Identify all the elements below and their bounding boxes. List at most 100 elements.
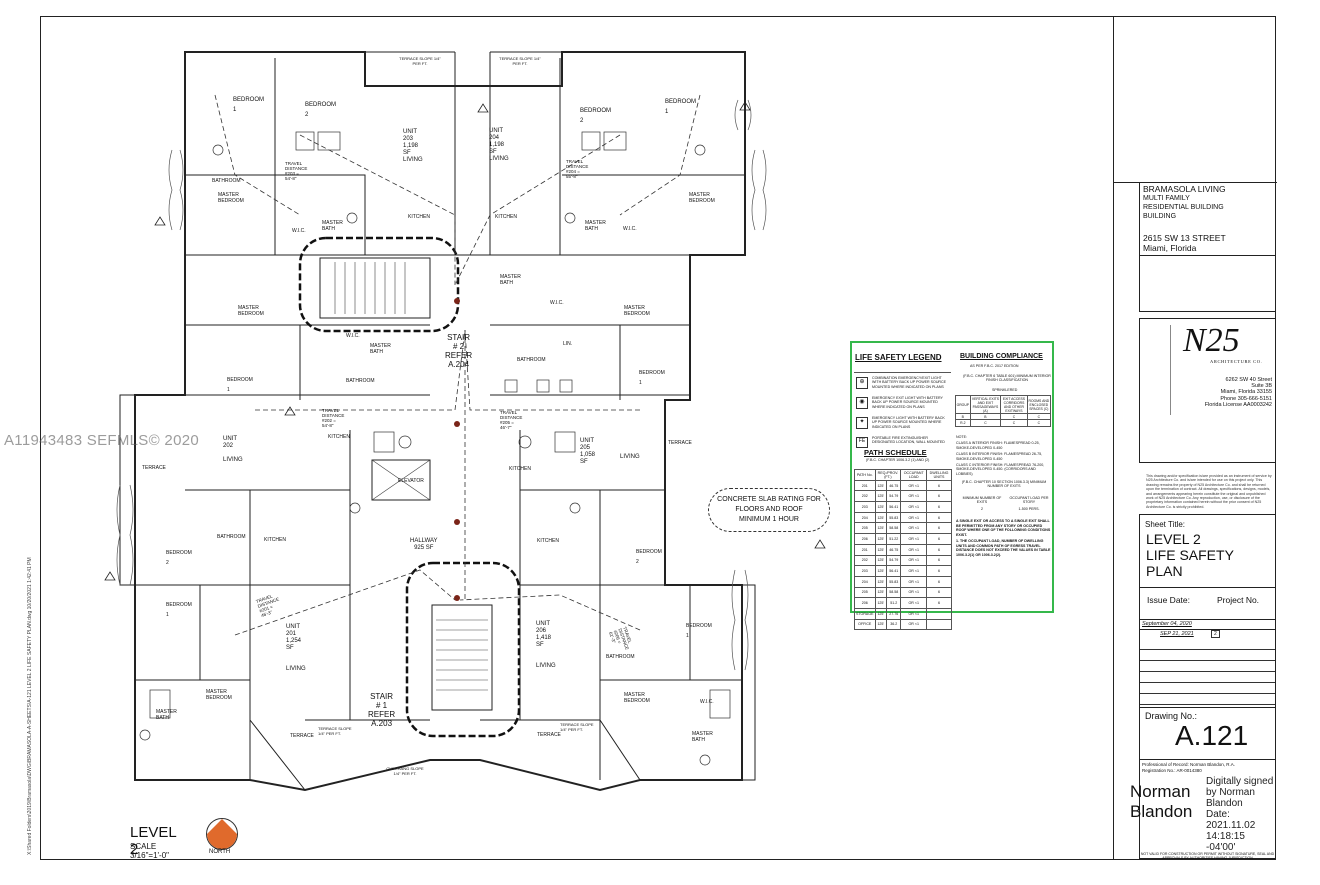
mls-watermark: A11943483 SEFMLS© 2020 [4, 432, 200, 449]
room-label: W.I.C. [700, 699, 714, 705]
compliance-cell: R-2 [955, 419, 971, 427]
path-schedule-header: REQ./PROV. (FT.) [874, 469, 902, 481]
room-label: BEDROOM 1 [639, 370, 665, 386]
path-schedule-header: OCCUPANT LOAD [900, 469, 928, 481]
room-label: BEDROOM 2 [305, 102, 337, 118]
path-schedule-cell: 125' [874, 586, 888, 599]
path-schedule-cell: 27.76 [886, 607, 902, 620]
room-label: MASTER BEDROOM [689, 192, 715, 204]
legend-items: ⊕ COMBINATION EMERGENCY/EXIT LIGHT WITH … [854, 372, 951, 449]
path-schedule-cell: 125' [874, 618, 888, 631]
room-label: MASTER BATH [156, 709, 177, 721]
travel-distance-205: TRAVEL DISTANCE #205 = 46'-7" [500, 410, 523, 430]
path-schedule-cell: 203 [854, 565, 876, 577]
path-schedule-cell: 6 [926, 554, 952, 567]
overhang-slope-label: OVERHANG SLOPE 1/4" PER FT. [386, 766, 424, 776]
firm-hatch [1142, 325, 1171, 415]
exits-val-2: 1-500 PERS. [1018, 507, 1040, 511]
room-label: MASTER BATH [585, 220, 606, 232]
life-safety-legend-panel: LIFE SAFETY LEGEND ⊕ COMBINATION EMERGEN… [850, 341, 1054, 631]
travel-distance-202: TRAVEL DISTANCE #202 = 54'-8" [322, 408, 345, 428]
drawing-no-label: Drawing No.: [1145, 711, 1198, 721]
room-label: MASTER BEDROOM [624, 692, 650, 704]
path-schedule-cell: 51.22 [886, 533, 902, 545]
path-schedule-cell: OR <1 [900, 511, 928, 524]
exits-col-1: MINIMUM NUMBER OF EXITS [962, 496, 1002, 505]
path-schedule-header: DWELLING UNITS [926, 469, 952, 481]
path-schedule-cell: 202 [854, 490, 876, 503]
path-schedule-cell: 201 [854, 479, 876, 492]
room-label: MASTER BATH [322, 220, 343, 232]
path-schedule-cell: 6 [926, 586, 952, 599]
path-schedule-cell: 6 [926, 543, 952, 556]
path-schedule-cell: OR <1 [900, 618, 928, 631]
exit-light-icon: ⊕ [856, 377, 868, 389]
path-schedule-cell: OR <1 [900, 554, 928, 567]
travel-distance-204: TRAVEL DISTANCE #204 = 55'-8" [566, 159, 589, 179]
path-schedule-cell [926, 618, 952, 631]
path-schedule-cell: 125' [874, 607, 888, 620]
room-label: BATHROOM [346, 378, 375, 384]
path-schedule-cell: 6 [926, 597, 952, 609]
terrace-slope-label: TERRACE SLOPE 1/4" PER FT. [318, 726, 352, 736]
project-address: 2615 SW 13 STREET Miami, Florida [1143, 233, 1226, 253]
project-no-label: Project No. [1217, 595, 1260, 605]
exits-val-1: 2 [981, 507, 983, 511]
room-label: TERRACE [290, 733, 314, 739]
path-schedule-cell: OR <1 [900, 543, 928, 556]
path-schedule-cell: 202 [854, 554, 876, 567]
compliance-header: ROOMS AND ENCLOSED SPACES (C) [1026, 394, 1052, 415]
path-schedule-cell: 6 [926, 511, 952, 524]
path-schedule-cell: 51.2 [886, 597, 902, 609]
path-schedule-cell: OFFICE [854, 618, 876, 631]
exits-col-2: OCCUPANT LOAD PER STORY [1009, 496, 1049, 505]
compliance-subtitle-2: (F.B.C. CHAPTER 6 TABLE 601) MINIMUM INT… [963, 374, 1051, 383]
path-schedule-header: PATH No. [854, 469, 876, 481]
path-schedule-cell [926, 607, 952, 620]
legend-item: COMBINATION EMERGENCY/EXIT LIGHT WITH BA… [872, 376, 947, 389]
room-label: TERRACE [668, 440, 692, 446]
professional-of-record: Professional of Record: Norman Blandon, … [1142, 762, 1236, 773]
path-schedule-cell: OR <1 [900, 586, 928, 599]
path-schedule-cell: 206 [854, 597, 876, 609]
room-label: BEDROOM 2 [166, 550, 192, 566]
room-label: MASTER BEDROOM [206, 689, 232, 701]
compliance-header: VERTICAL EXITS AND EXIT PASSAGEWAYS (A) [969, 394, 1002, 415]
room-label: BATHROOM [217, 534, 246, 540]
single-exit-note: A SINGLE EXIT OR ACCESS TO A SINGLE EXIT… [956, 519, 1051, 537]
path-schedule-title: PATH SCHEDULE [864, 448, 927, 457]
path-schedule-cell: 6 [926, 479, 952, 492]
path-schedule-cell: OR <1 [900, 490, 928, 503]
room-label: W.I.C. [550, 300, 564, 306]
path-schedule-cell: OR <1 [900, 565, 928, 577]
room-label: MASTER BATH [692, 731, 713, 743]
room-label: BATHROOM [517, 357, 546, 363]
room-label: KITCHEN [537, 538, 559, 544]
drawing-number: A.121 [1175, 720, 1249, 751]
room-label: W.I.C. [346, 333, 360, 339]
path-schedule-cell: 206 [854, 533, 876, 545]
room-label: KITCHEN [328, 434, 350, 440]
building-compliance-title: BUILDING COMPLIANCE [960, 353, 1043, 360]
issue-date-2: SEP 21, 2021 [1160, 631, 1194, 637]
path-schedule-cell: 125' [874, 543, 888, 556]
project-info-box: BRAMASOLA LIVING MULTI FAMILY RESIDENTIA… [1139, 182, 1276, 312]
sprinklered-label: SPRINKLERED [992, 388, 1018, 392]
